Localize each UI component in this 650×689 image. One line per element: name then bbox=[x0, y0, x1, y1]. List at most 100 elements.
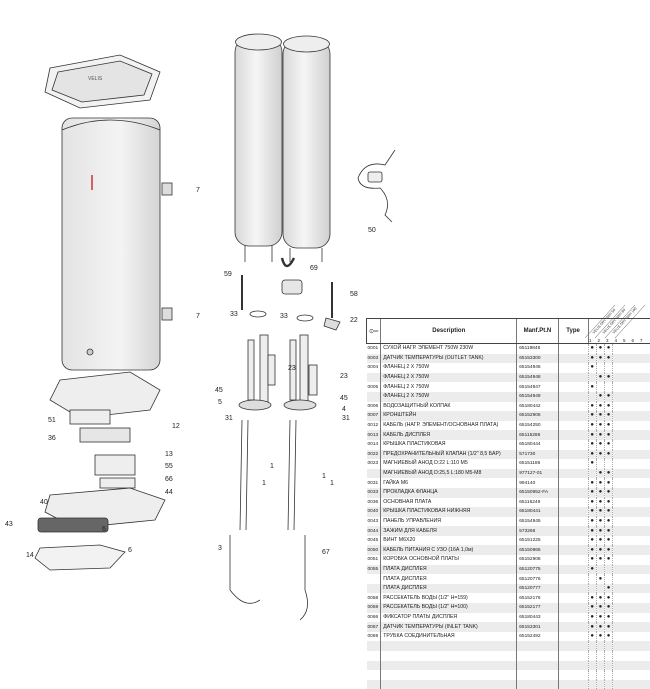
header-description: Description bbox=[381, 319, 517, 344]
part-number-cell: 65152176 bbox=[517, 593, 558, 603]
model-extra-cell bbox=[613, 469, 650, 479]
type-cell bbox=[558, 565, 588, 575]
description-cell: КРЫШКА ПЛАСТИКОВАЯ bbox=[381, 440, 517, 450]
position-cell: 0001 bbox=[367, 344, 381, 354]
model-extra-cell bbox=[613, 651, 650, 661]
part-number-cell: 65152905 bbox=[517, 411, 558, 421]
description-cell: ВИНТ M6X20 bbox=[381, 536, 517, 546]
type-cell bbox=[558, 555, 588, 565]
model-3-cell: ● bbox=[605, 421, 613, 431]
temperature-sensors bbox=[230, 535, 308, 620]
position-cell bbox=[367, 373, 381, 383]
model-2-cell: ● bbox=[596, 507, 604, 517]
type-cell bbox=[558, 469, 588, 479]
model-extra-cell bbox=[613, 680, 650, 689]
description-cell: ВОДОЗАЩИТНЫЙ КОЛПАК bbox=[381, 402, 517, 412]
model-1-cell bbox=[588, 373, 596, 383]
part-number-cell: 65152177 bbox=[517, 603, 558, 613]
part-number-cell: 65153300 bbox=[517, 354, 558, 364]
part-number-cell: 65180443 bbox=[517, 613, 558, 623]
model-3-cell: ● bbox=[605, 450, 613, 460]
model-2-cell bbox=[596, 680, 604, 689]
position-cell: 0058 bbox=[367, 593, 381, 603]
model-extra-cell bbox=[613, 613, 650, 623]
safety-valve bbox=[324, 318, 340, 330]
model-extra-cell bbox=[613, 440, 650, 450]
main-board-box bbox=[70, 410, 110, 424]
model-3-cell bbox=[605, 680, 613, 689]
position-cell: 0007 bbox=[367, 411, 381, 421]
position-cell: 0050 bbox=[367, 545, 381, 555]
model-1-cell: ● bbox=[588, 430, 596, 440]
part-number-cell: 65152492 bbox=[517, 632, 558, 642]
position-cell bbox=[367, 469, 381, 479]
position-cell: 0045 bbox=[367, 536, 381, 546]
top-cover bbox=[45, 55, 160, 108]
model-3-cell: ● bbox=[605, 622, 613, 632]
model-3-cell: ● bbox=[605, 392, 613, 402]
model-3-cell bbox=[605, 382, 613, 392]
model-3-cell: ● bbox=[605, 507, 613, 517]
model-extra-cell bbox=[613, 430, 650, 440]
type-cell bbox=[558, 574, 588, 584]
model-extra-cell bbox=[613, 593, 650, 603]
callout-label: 13 bbox=[165, 451, 173, 458]
model-2-cell bbox=[596, 363, 604, 373]
callout-label: 59 bbox=[224, 271, 232, 278]
part-number-cell bbox=[517, 680, 558, 689]
callout-label: 14 bbox=[26, 552, 34, 559]
model-2-cell: ● bbox=[596, 469, 604, 479]
description-cell: РАССЕКАТЕЛЬ ВОДЫ (1/2" H=100) bbox=[381, 603, 517, 613]
table-row bbox=[367, 670, 650, 680]
model-column-number: 3 bbox=[606, 338, 609, 343]
model-extra-cell bbox=[613, 507, 650, 517]
model-2-cell: ● bbox=[596, 373, 604, 383]
description-cell: КАБЕЛЬ ПИТАНИЯ С УЗО (16А 1,0м) bbox=[381, 545, 517, 555]
header-part-number: Manf.Pt.N bbox=[517, 319, 558, 344]
part-number-cell: 65154946 bbox=[517, 363, 558, 373]
description-cell: ПЛАТА ДИСПЛЕЯ bbox=[381, 565, 517, 575]
part-number-cell: 994140 bbox=[517, 478, 558, 488]
model-extra-cell bbox=[613, 536, 650, 546]
model-3-cell: ● bbox=[605, 584, 613, 594]
model-1-cell: ● bbox=[588, 402, 596, 412]
model-3-cell: ● bbox=[605, 526, 613, 536]
type-cell bbox=[558, 613, 588, 623]
callout-label: 50 bbox=[368, 227, 376, 234]
type-cell bbox=[558, 498, 588, 508]
model-1-cell: ● bbox=[588, 517, 596, 527]
position-cell bbox=[367, 680, 381, 689]
model-extra-cell bbox=[613, 622, 650, 632]
callout-label: 7 bbox=[196, 187, 200, 194]
model-3-cell: ● bbox=[605, 603, 613, 613]
description-cell bbox=[381, 680, 517, 689]
description-cell bbox=[381, 670, 517, 680]
power-cable bbox=[358, 150, 395, 222]
type-cell bbox=[558, 411, 588, 421]
model-extra-cell bbox=[613, 382, 650, 392]
callout-label: 43 bbox=[5, 521, 13, 528]
description-cell: ГАЙКА M6 bbox=[381, 478, 517, 488]
model-3-cell bbox=[605, 670, 613, 680]
description-cell: ЗАЖИМ ДЛЯ КАБЕЛЯ bbox=[381, 526, 517, 536]
position-cell bbox=[367, 574, 381, 584]
part-number-cell: 65150965 bbox=[517, 545, 558, 555]
type-cell bbox=[558, 450, 588, 460]
model-extra-cell bbox=[613, 584, 650, 594]
callout-label: 6 bbox=[128, 547, 132, 554]
model-1-cell: ● bbox=[588, 488, 596, 498]
description-cell: СУХОЙ НАГР. ЭЛЕМЕНТ 750W 230W bbox=[381, 344, 517, 354]
model-3-cell bbox=[605, 565, 613, 575]
model-1-cell: ● bbox=[588, 411, 596, 421]
model-1-cell bbox=[588, 392, 596, 402]
table-row bbox=[367, 651, 650, 661]
type-cell bbox=[558, 344, 588, 354]
heating-elements bbox=[240, 420, 296, 530]
part-number-cell: 573266 bbox=[517, 526, 558, 536]
model-2-cell: ● bbox=[596, 593, 604, 603]
description-cell: ПАНЕЛЬ УПРАВЛЕНИЯ bbox=[381, 517, 517, 527]
